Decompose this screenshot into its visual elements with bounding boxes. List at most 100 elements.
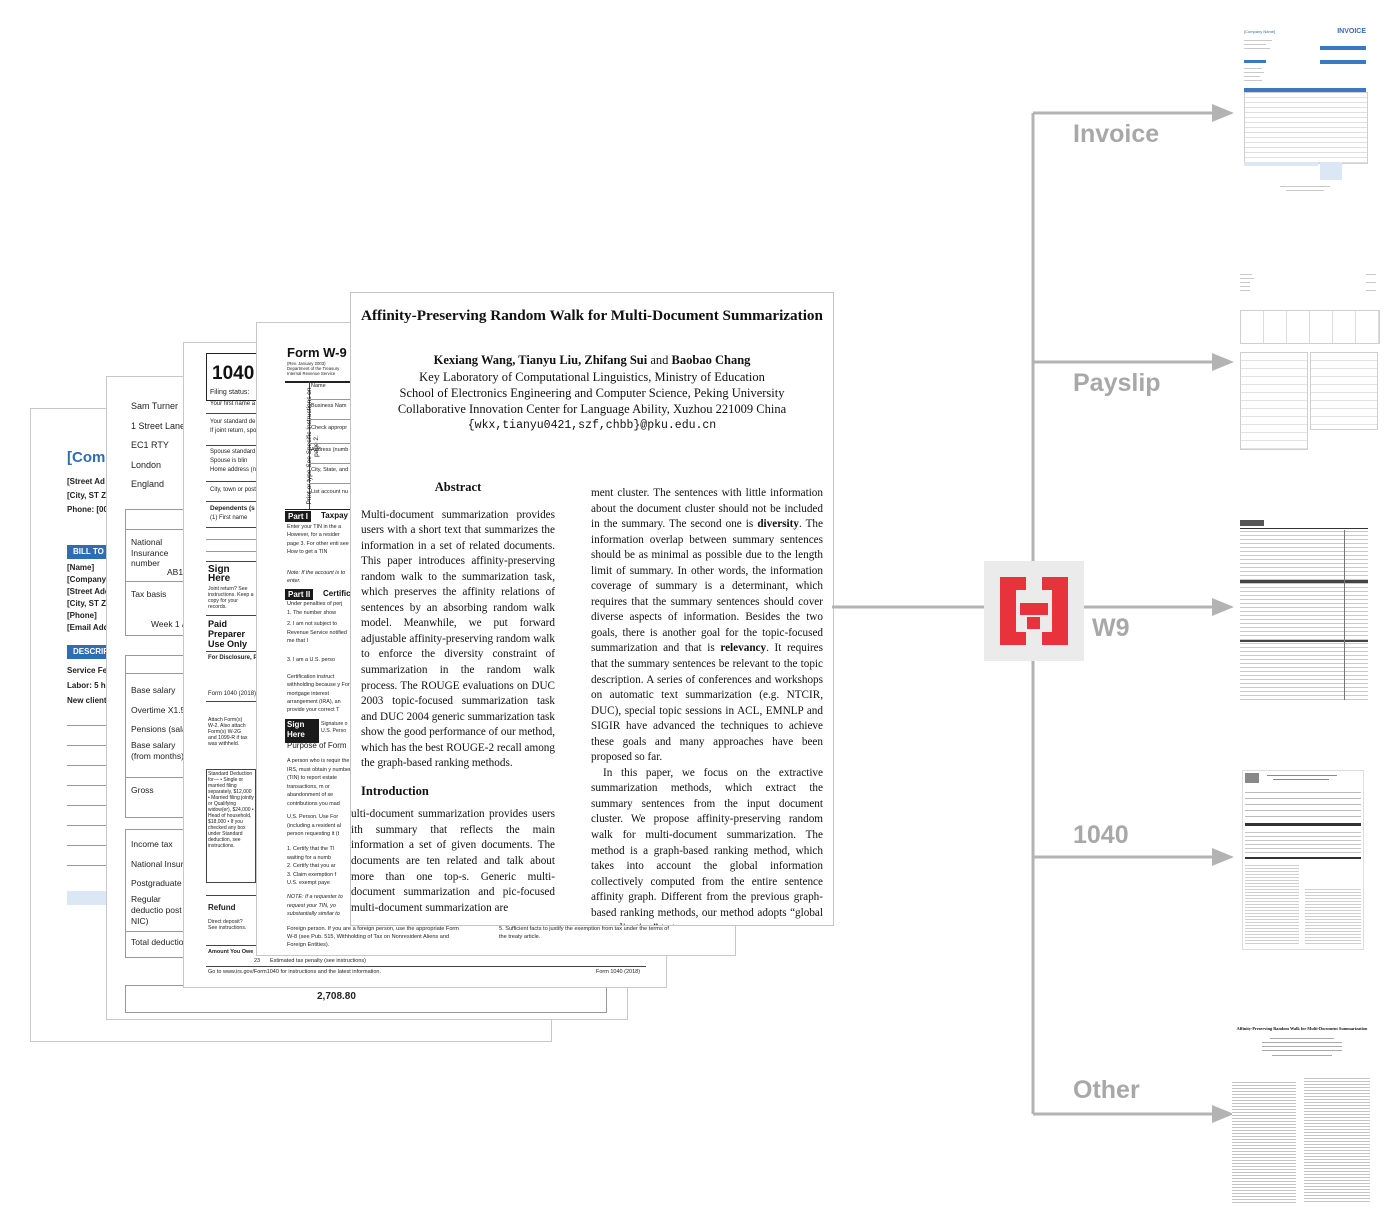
- form1040-spouse-blind: Spouse is blin: [210, 458, 248, 464]
- thumb-line: [1280, 186, 1330, 187]
- thumb-line: [1244, 72, 1264, 73]
- thumb-table: [1244, 92, 1368, 164]
- thumb-line: [1244, 44, 1266, 45]
- payslip-item: Overtime X1.5 (10: [131, 704, 200, 715]
- paper-diversity: diversity: [757, 518, 799, 531]
- payslip-box-border: [125, 829, 126, 957]
- paper-author-last: Baobao Chang: [671, 353, 751, 367]
- thumb-line: [1244, 40, 1272, 41]
- thumb-line: [1240, 286, 1250, 287]
- payslip-items: Base salary Overtime X1.5 (10 Pensions (…: [131, 681, 200, 762]
- w9-part1-text: Enter your TIN in the a However, for a r…: [287, 524, 349, 556]
- thumb-header-bar: [1245, 857, 1361, 859]
- w9-purpose: Purpose of Form: [287, 741, 347, 750]
- thumb-line: [1240, 282, 1250, 283]
- thumb-line: [1240, 290, 1250, 291]
- w9-business: Business Nam: [311, 403, 347, 409]
- thumb-header-bar: [1320, 46, 1366, 50]
- thumb-line: [1244, 76, 1260, 77]
- w9-list-items: 1. Certify that the TI waiting for a num…: [287, 845, 351, 888]
- address-line: England: [131, 479, 165, 489]
- thumb-line: [1366, 290, 1376, 291]
- deduction-item: Income tax: [131, 839, 173, 849]
- paper-intro: ulti-document summarization provides use…: [351, 808, 555, 914]
- w9-cert: Certific: [323, 589, 351, 598]
- payslip-box-border: [125, 635, 195, 636]
- paper-right-text: . It requires that the summary sentences…: [591, 642, 823, 764]
- w9-list-item: U.S. exempt paye: [287, 880, 330, 886]
- form1040-footer-form: Form 1040 (2018): [596, 969, 641, 975]
- address-line: Sam Turner: [131, 401, 179, 411]
- thumb-header-bar: [1320, 60, 1366, 64]
- thumbnail-other: Affinity-Preserving Random Walk for Mult…: [1232, 1022, 1372, 1206]
- invoice-row-line: [67, 765, 143, 766]
- thumb-line: [1267, 775, 1337, 776]
- payslip-net-box: [125, 985, 607, 1013]
- thumb-line: [1366, 274, 1376, 275]
- thumbnail-w9: [1240, 520, 1368, 702]
- payslip-box-border: [125, 817, 195, 818]
- payslip-box-border: [125, 509, 126, 635]
- bill-line: [Email Addr: [67, 623, 112, 632]
- arrowhead-invoice: [1212, 104, 1234, 122]
- form1040-sign-here: Sign Here: [208, 564, 231, 584]
- form1040-number: 1040: [212, 363, 255, 384]
- form1040-first-name: Your first name a: [210, 401, 256, 407]
- form1040-attach: Attach Form(s) W-2. Also attach Form(s) …: [208, 717, 248, 747]
- form1040-estimated: Estimated tax penalty (see instructions): [270, 958, 366, 964]
- form1040-filing-status: Filing status:: [210, 389, 250, 396]
- form1040-first-name2: (1) First name: [210, 515, 248, 521]
- paper-affil2: School of Electronics Engineering and Co…: [399, 386, 785, 400]
- paper-abstract-title: Abstract: [434, 480, 482, 494]
- paper-document: Affinity-Preserving Random Walk for Mult…: [350, 292, 834, 926]
- payslip-ni-value: AB12: [167, 567, 188, 577]
- arrowhead-w9: [1212, 598, 1234, 616]
- paper-abstract: Multi-document summarization provides us…: [361, 508, 555, 770]
- payslip-box-border: [125, 777, 195, 778]
- thumb-text-col: [1232, 1080, 1296, 1204]
- thumb-line: [1244, 68, 1262, 69]
- paper-right-column: ment cluster. The sentences with little …: [591, 486, 823, 925]
- thumb-total-bar: [1244, 162, 1318, 166]
- deduction-item: Postgraduate loa: [131, 878, 196, 888]
- thumbnail-payslip: [1238, 272, 1380, 454]
- w9-list-item: 1. Certify that the TI: [287, 846, 335, 852]
- bill-line: [Company N: [67, 575, 115, 584]
- w9-list-item: waiting for a numb: [287, 854, 332, 861]
- w9-cert-item: 3. I am a U.S. perso: [287, 657, 335, 664]
- payslip-box-border: [125, 957, 195, 958]
- address-line: London: [131, 459, 162, 470]
- desc-line: Labor: 5 ho: [67, 681, 111, 690]
- invoice-row-line: [67, 745, 143, 746]
- label-invoice: Invoice: [1073, 120, 1160, 148]
- invoice-company: [Com: [67, 449, 106, 466]
- thumb-header-bar: [1245, 773, 1259, 783]
- payslip-gross: Gross: [131, 785, 154, 795]
- bracket-logo-icon: [1000, 577, 1068, 645]
- paper-authors: Kexiang Wang, Tianyu Liu, Zhifang Sui an…: [351, 353, 833, 368]
- w9-us-person: U.S. Person. Use For (including a reside…: [287, 814, 341, 837]
- payslip-ni-label: National Insurance number: [131, 537, 169, 569]
- thumb-header: [1240, 520, 1368, 529]
- form1040-joint: If joint return, spo: [210, 428, 257, 434]
- desc-line: Service Fee: [67, 666, 112, 675]
- w9-item5: 5. Sufficient facts to justify the exemp…: [499, 926, 669, 941]
- arrowhead-payslip: [1212, 353, 1234, 371]
- invoice-company-address: [Street Ad [City, ST Z Phone: [00: [67, 477, 108, 515]
- thumb-line: [1262, 1046, 1342, 1047]
- form1040-home-addr: Home address (nu: [210, 467, 260, 473]
- paper-right-text-2: In this paper, we focus on the extractiv…: [591, 766, 823, 925]
- thumb-fields: [1245, 787, 1361, 817]
- bill-line: [City, ST ZI: [67, 599, 109, 608]
- invoice-row-line: [67, 805, 143, 806]
- w9-taxpayer: Taxpay: [321, 511, 348, 520]
- w9-sign-here: Sign Here: [285, 719, 319, 743]
- address-line: 1 Street Lane: [131, 420, 186, 431]
- thumb-text: [1245, 829, 1361, 853]
- form1040-sign-note: Joint return? See instructions. Keep a c…: [208, 586, 254, 610]
- label-w9: W9: [1092, 614, 1130, 642]
- thumb-line: [1244, 48, 1270, 49]
- payslip-address: Sam Turner 1 Street Lane EC1 RTY London …: [131, 397, 185, 495]
- payslip-box-border: [125, 655, 195, 656]
- thumbnail-1040: [1242, 770, 1364, 950]
